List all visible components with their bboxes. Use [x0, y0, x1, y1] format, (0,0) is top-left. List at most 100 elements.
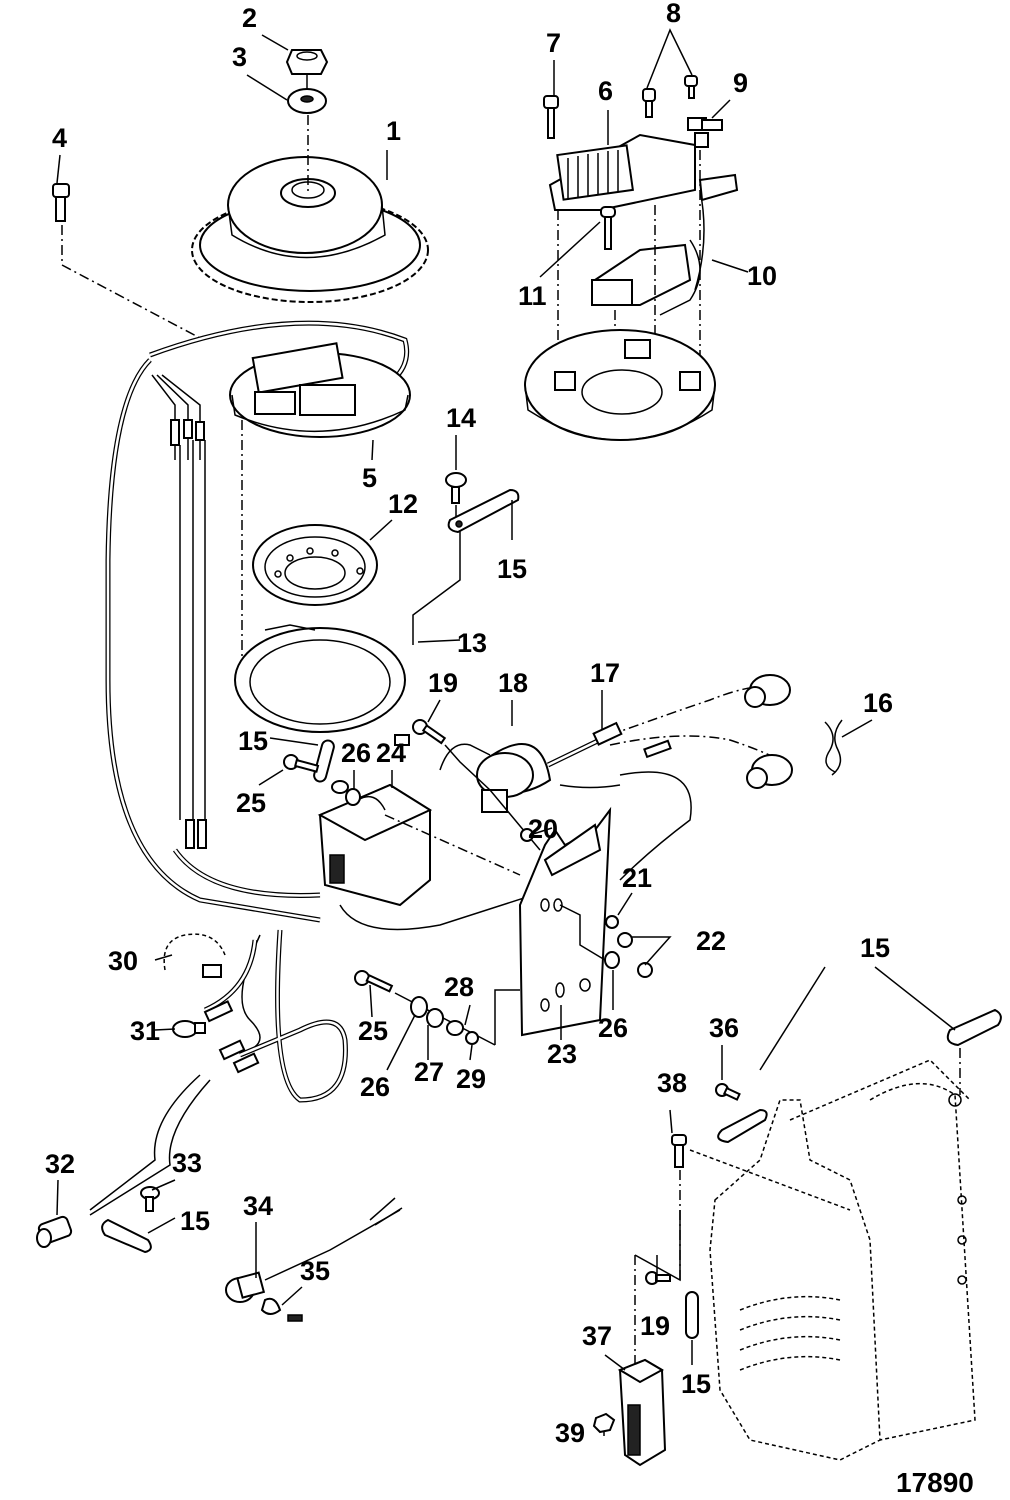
callout-32: 32: [45, 1149, 75, 1179]
screw: [642, 88, 656, 118]
lockwasher: [605, 915, 619, 929]
charge-coil: [548, 133, 696, 211]
wiring-harness: [105, 358, 321, 1051]
callout-26: 26: [360, 1072, 390, 1102]
callout-13: 13: [457, 628, 487, 658]
bracket: [518, 806, 612, 1037]
trigger-coil: [591, 189, 705, 316]
stop-switch: [36, 1215, 73, 1248]
ground-strap: [313, 739, 335, 783]
ignition-coil: [476, 685, 781, 813]
screw: [684, 75, 698, 99]
callout-33: 33: [172, 1148, 202, 1178]
callout-9: 9: [733, 68, 748, 98]
callout-28: 28: [444, 972, 474, 1002]
callout-15: 15: [860, 933, 890, 963]
spark-plug-cap: [746, 754, 793, 789]
callout-17: 17: [590, 658, 620, 688]
bolt: [354, 970, 394, 993]
callout-11: 11: [518, 281, 547, 311]
washer: [410, 996, 428, 1018]
callout-20: 20: [528, 814, 558, 844]
grommet: [426, 1008, 444, 1028]
callout-2: 2: [242, 3, 257, 33]
callout-31: 31: [130, 1016, 160, 1046]
callout-8: 8: [666, 0, 681, 28]
grommet: [520, 828, 534, 842]
callout-1: 1: [386, 116, 401, 146]
nut: [285, 49, 329, 75]
ground-strap: [447, 488, 520, 534]
callout-15: 15: [497, 554, 527, 584]
callout-25: 25: [358, 1016, 388, 1046]
callout-23: 23: [547, 1039, 577, 1069]
nut: [465, 1031, 479, 1045]
stator-base: [234, 624, 410, 746]
callout-21: 21: [622, 863, 652, 893]
callout-36: 36: [709, 1013, 739, 1043]
callout-labels: 1 2 3 4 5 6 7 8 9 10 11 12 13 14 15 16 1…: [45, 0, 974, 1498]
switch: [225, 1197, 403, 1303]
plate: [252, 524, 378, 606]
screw: [140, 1186, 160, 1212]
callout-16: 16: [863, 688, 893, 718]
screw: [715, 1083, 741, 1101]
callout-10: 10: [747, 261, 777, 291]
bolt: [412, 719, 447, 745]
leader-lines: [56, 28, 956, 1436]
bolt: [645, 1271, 671, 1285]
ground-strap: [685, 1291, 699, 1339]
callout-26: 26: [341, 738, 371, 768]
nut: [592, 1412, 616, 1434]
callout-39: 39: [555, 1418, 585, 1448]
callout-22: 22: [696, 926, 726, 956]
callout-15: 15: [238, 726, 268, 756]
callout-6: 6: [598, 76, 613, 106]
callout-15: 15: [681, 1369, 711, 1399]
figure-number: 17890: [896, 1467, 974, 1498]
clamp: [687, 117, 723, 148]
stator-plate: [524, 329, 716, 441]
bracket: [617, 1358, 667, 1467]
callout-15: 15: [180, 1206, 210, 1236]
screw: [52, 183, 70, 222]
ground-strap: [717, 1108, 768, 1144]
washer: [287, 88, 327, 114]
callout-19: 19: [640, 1311, 670, 1341]
engine-block: [689, 1059, 976, 1461]
spark-plug-cap: [744, 674, 791, 708]
callout-26: 26: [598, 1013, 628, 1043]
screw: [543, 95, 559, 139]
washer: [331, 780, 361, 806]
clip: [172, 1020, 206, 1038]
bolt: [671, 1134, 687, 1168]
ground-strap: [101, 1218, 152, 1254]
nut: [637, 962, 653, 978]
stator-assembly: [149, 320, 411, 438]
callout-29: 29: [456, 1064, 486, 1094]
nut: [617, 932, 633, 948]
callout-4: 4: [52, 123, 67, 153]
callout-7: 7: [546, 28, 561, 58]
callout-25: 25: [236, 788, 266, 818]
retainer: [260, 1297, 303, 1322]
callout-35: 35: [300, 1256, 330, 1286]
callout-14: 14: [446, 403, 476, 433]
clip: [824, 719, 843, 776]
callout-38: 38: [657, 1068, 687, 1098]
callout-30: 30: [108, 946, 138, 976]
ground-strap: [946, 1008, 1002, 1047]
callout-37: 37: [582, 1321, 612, 1351]
callout-27: 27: [414, 1057, 444, 1087]
cdi-unit: [317, 783, 433, 907]
callout-34: 34: [243, 1191, 273, 1221]
screw: [445, 472, 467, 504]
callout-12: 12: [388, 489, 418, 519]
bolt: [283, 754, 320, 773]
spacer: [446, 1020, 464, 1036]
callout-24: 24: [376, 738, 406, 768]
callout-5: 5: [362, 463, 377, 493]
callout-18: 18: [498, 668, 528, 698]
washer: [604, 951, 620, 969]
